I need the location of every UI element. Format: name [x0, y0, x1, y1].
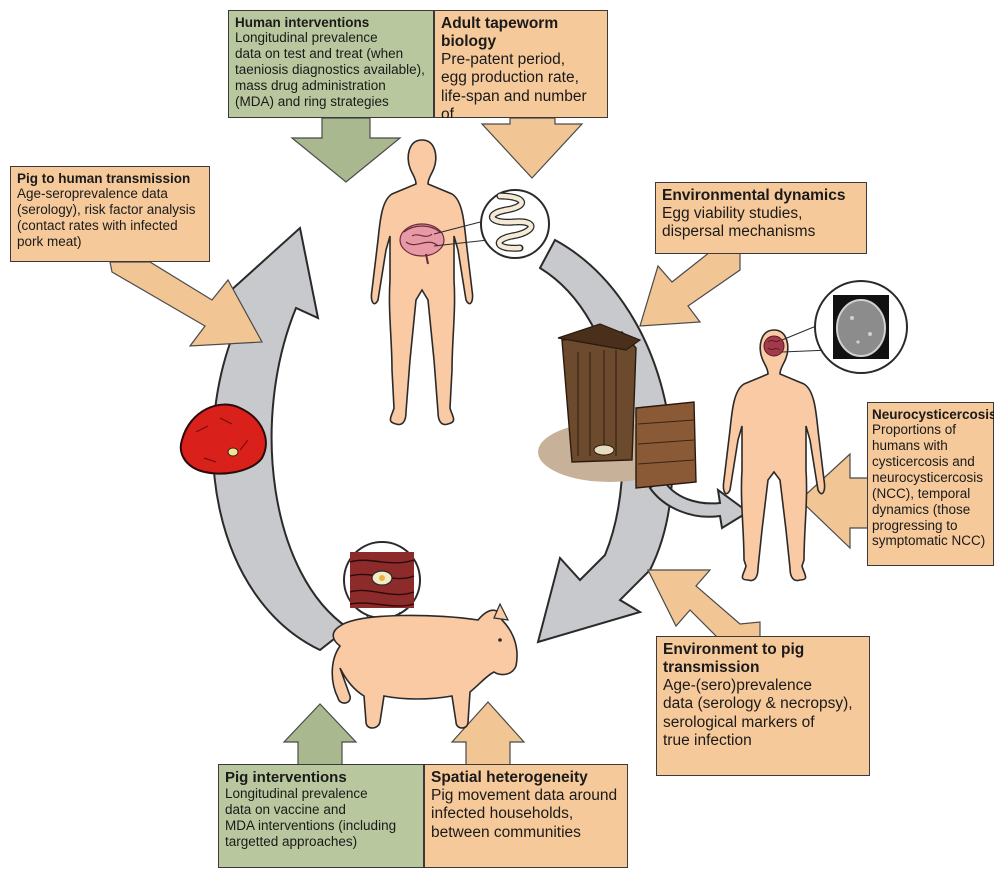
box-line: taeniosis diagnostics available),: [235, 61, 425, 77]
box-title: Spatial heterogeneity: [431, 769, 588, 786]
box-title: Human interventions: [235, 15, 370, 30]
box-line: MDA interventions (including: [225, 817, 397, 833]
box-environment-to-pig: Environment to pig transmission Age-(ser…: [656, 636, 870, 776]
box-title: Environmental dynamics: [662, 187, 846, 204]
box-line: (contact rates with infected: [17, 217, 178, 233]
box-line: symptomatic NCC): [872, 533, 986, 549]
brain-scan-icon: [814, 280, 908, 374]
box-line: Longitudinal prevalence: [235, 30, 378, 45]
box-pig-to-human: Pig to human transmission Age-seropreval…: [10, 166, 210, 262]
box-line: (NCC), temporal: [872, 485, 971, 501]
intestine-icon: [399, 223, 445, 265]
arrow-environmental-dynamics: [639, 251, 741, 327]
box-line: neurocysticercosis: [872, 469, 984, 485]
arrow-adult-tapeworm: [480, 117, 584, 179]
box-line: Pre-patent period,: [441, 51, 566, 68]
box-pig-interventions: Pig interventions Longitudinal prevalenc…: [218, 764, 424, 868]
box-environmental-dynamics: Environmental dynamics Egg viability stu…: [655, 182, 867, 254]
box-line: Age-(sero)prevalence: [663, 677, 813, 694]
box-spatial-heterogeneity: Spatial heterogeneity Pig movement data …: [424, 764, 628, 868]
cycle-arrow-branch-to-ncc: [648, 476, 750, 530]
box-title: Neurocysticercosis: [872, 407, 994, 422]
tapeworm-icon: [480, 189, 550, 259]
box-line: Longitudinal prevalence: [225, 786, 368, 801]
box-line: pork meat): [17, 233, 82, 249]
box-line: serological markers of: [663, 713, 815, 731]
box-line: data (serology & necropsy),: [663, 695, 853, 713]
box-line: Age-seroprevalence data: [17, 186, 168, 201]
pork-meat-icon: [179, 403, 267, 475]
box-line: life-span and number of: [441, 87, 587, 118]
box-line: between communities: [431, 823, 581, 841]
box-line: cysticercosis and: [872, 453, 975, 469]
box-neurocysticercosis: Neurocysticercosis Proportions of humans…: [867, 402, 994, 566]
box-line: infected households,: [431, 805, 574, 823]
box-line: progressing to: [872, 517, 958, 533]
ncc-human-figure-icon: [722, 321, 831, 582]
box-title: Pig to human transmission: [17, 171, 191, 186]
box-human-interventions: Human interventions Longitudinal prevale…: [228, 10, 434, 118]
box-line: Egg viability studies,: [662, 205, 803, 222]
box-line: data on vaccine and: [225, 801, 346, 817]
cysticercus-tissue-icon: [343, 541, 421, 651]
box-line: targetted approaches): [225, 833, 358, 849]
box-title: Adult tapeworm biology: [441, 15, 559, 50]
box-line: Pig movement data around: [431, 787, 618, 804]
box-line: true infection: [663, 731, 752, 749]
box-line: mass drug administration: [235, 77, 386, 93]
box-line: humans with: [872, 437, 948, 453]
box-line: dispersal mechanisms: [662, 223, 816, 241]
arrow-neurocysticercosis: [799, 452, 869, 550]
arrow-spatial-heterogeneity: [450, 701, 526, 767]
human-figure-icon: [370, 139, 489, 426]
box-title: Environment to pig: [663, 641, 805, 658]
arrow-pig-to-human: [109, 261, 263, 347]
box-line: Proportions of: [872, 422, 957, 437]
box-line: (MDA) and ring strategies: [235, 93, 389, 109]
arrow-human-interventions: [290, 117, 402, 183]
arrow-pig-interventions: [282, 703, 358, 767]
box-line: data on test and treat (when: [235, 45, 404, 61]
box-line: egg production rate,: [441, 69, 579, 87]
input-arrows: [109, 117, 869, 767]
box-line: (serology), risk factor analysis: [17, 201, 196, 217]
box-line: dynamics (those: [872, 501, 971, 517]
latrine-icon: [538, 323, 697, 489]
box-title: Pig interventions: [225, 769, 347, 786]
pig-icon: [331, 602, 518, 729]
box-title: transmission: [663, 659, 760, 676]
box-adult-tapeworm: Adult tapeworm biology Pre-patent period…: [434, 10, 608, 118]
arrow-environment-to-pig: [647, 569, 761, 641]
